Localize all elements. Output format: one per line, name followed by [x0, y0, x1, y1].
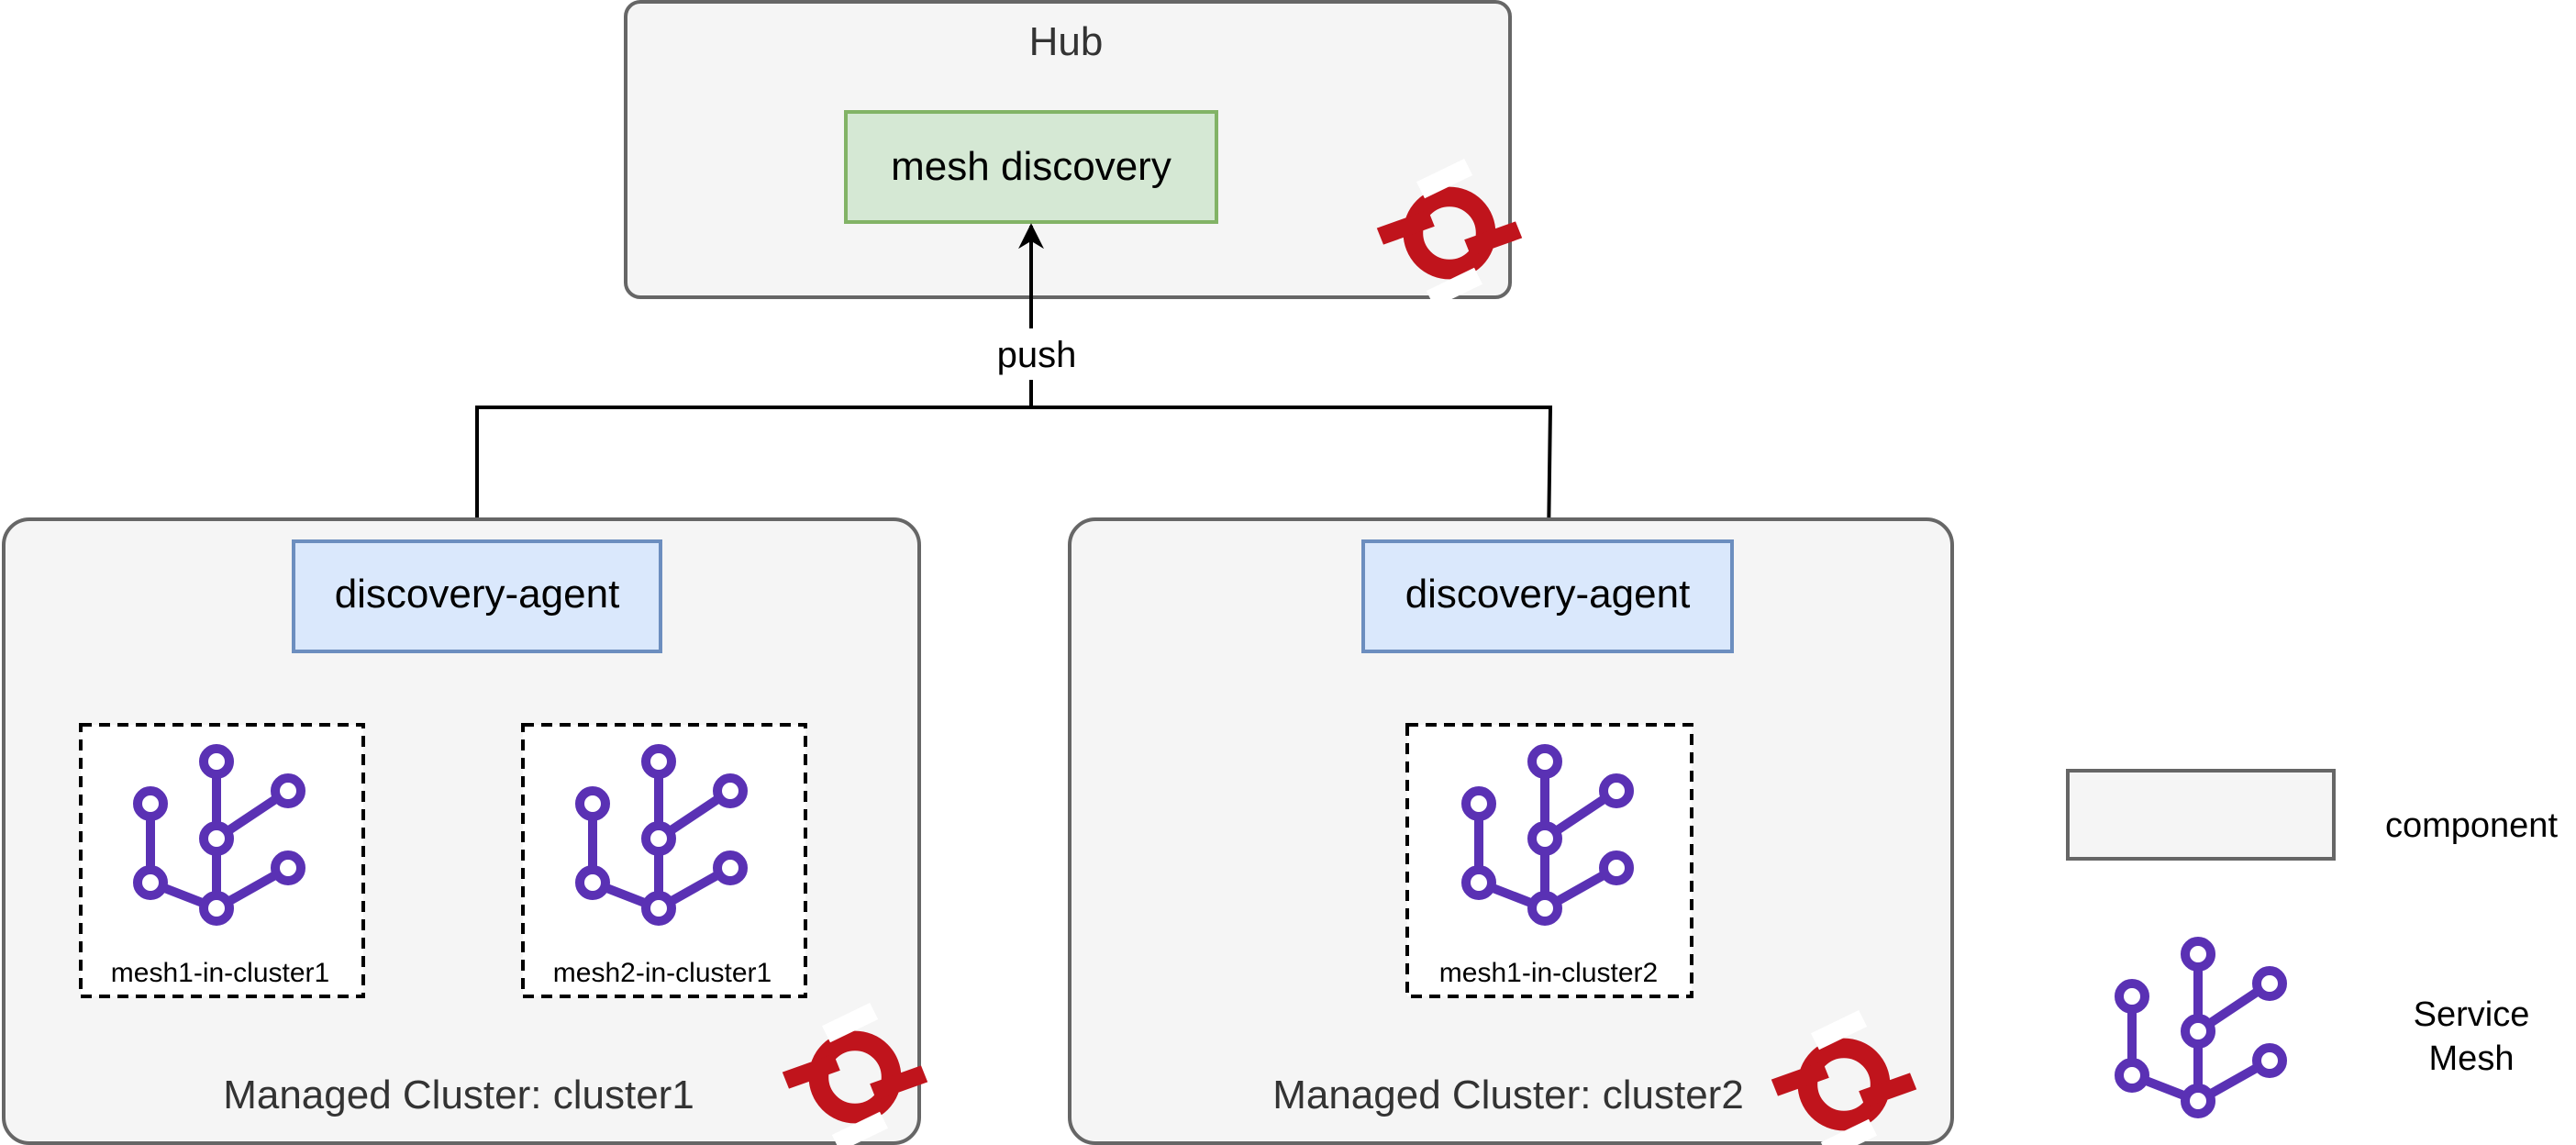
mesh-card: mesh2-in-cluster1 [521, 723, 807, 998]
cluster2-title: Managed Cluster: cluster2 [1272, 1073, 1744, 1117]
cluster1-title: Managed Cluster: cluster1 [223, 1073, 694, 1117]
cluster1-agent-label: discovery-agent [335, 572, 620, 617]
legend-mesh-label-line1: Service [2414, 995, 2530, 1034]
service-mesh-icon [2119, 941, 2282, 1114]
cluster1-discovery-agent: discovery-agent [292, 539, 662, 653]
legend-mesh-label-line2: Mesh [2429, 1039, 2515, 1078]
mesh-label: mesh1-in-cluster1 [111, 958, 329, 988]
cluster2-discovery-agent: discovery-agent [1361, 539, 1734, 653]
legend-component-label: component [2385, 806, 2558, 845]
legend-component-swatch [2066, 769, 2336, 861]
agent-connector-line [475, 406, 1553, 542]
push-label: push [997, 335, 1077, 375]
hub-title: Hub [1029, 19, 1104, 64]
mesh-discovery-label: mesh discovery [891, 144, 1171, 189]
mesh-card: mesh1-in-cluster2 [1405, 723, 1693, 998]
cluster2-agent-label: discovery-agent [1405, 572, 1691, 617]
mesh-card: mesh1-in-cluster1 [79, 723, 365, 998]
mesh-discovery-box: mesh discovery [844, 110, 1218, 224]
mesh-label: mesh2-in-cluster1 [553, 958, 772, 988]
legend: component Service Mesh [2066, 769, 2558, 1114]
mesh-label: mesh1-in-cluster2 [1439, 958, 1658, 988]
